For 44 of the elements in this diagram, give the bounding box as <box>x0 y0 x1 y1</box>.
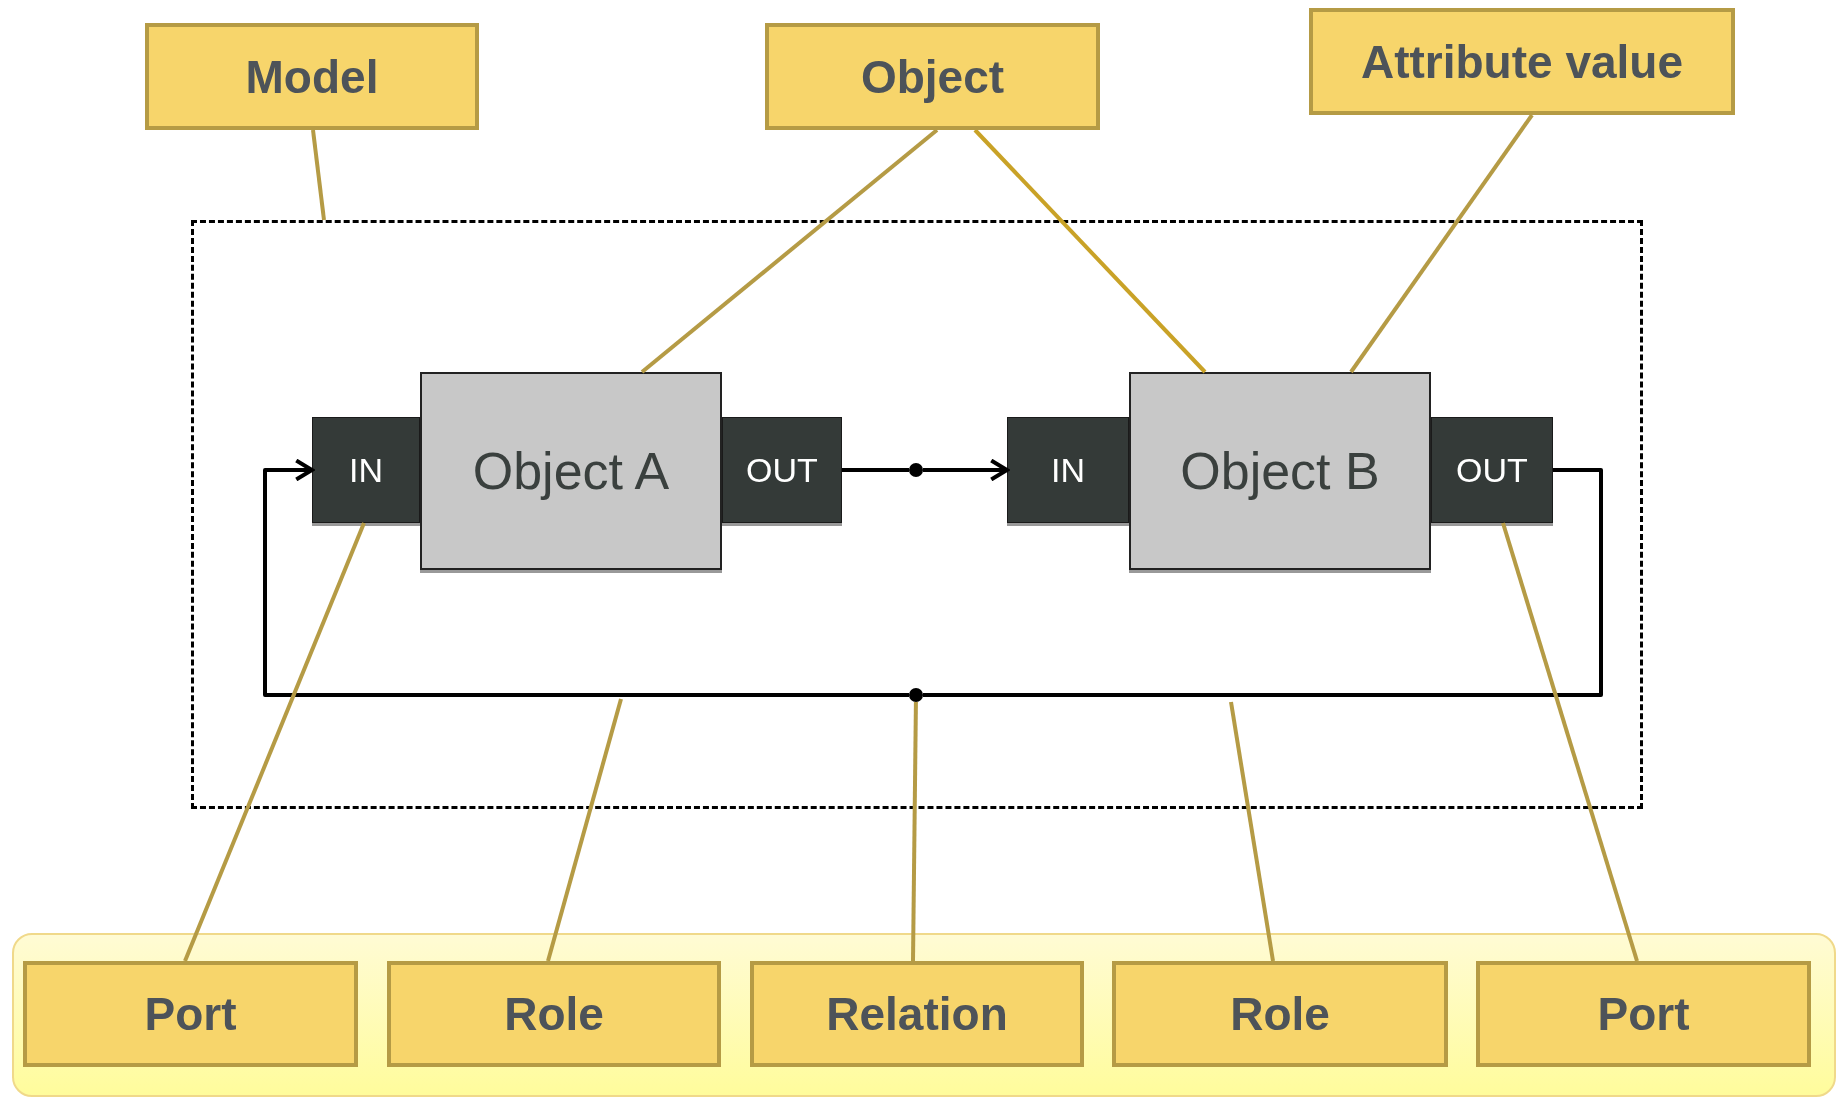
port-block <box>722 417 842 523</box>
callout-label: Role <box>504 987 604 1041</box>
leader-line <box>911 701 918 962</box>
junction-dot <box>909 688 923 702</box>
connector <box>263 458 909 697</box>
connector <box>923 458 1010 482</box>
leader-line <box>973 128 1207 374</box>
callout-box <box>1476 961 1811 1067</box>
leader-line <box>640 128 939 374</box>
port-label: OUT <box>746 450 818 490</box>
callout-box <box>1309 8 1735 115</box>
callout-label: Model <box>245 49 379 104</box>
callout-label: Port <box>144 987 237 1041</box>
callout-box <box>145 23 479 130</box>
port-block <box>312 417 420 523</box>
port-label: IN <box>1051 450 1085 490</box>
callout-label: Role <box>1230 987 1330 1041</box>
leader-line <box>1501 522 1639 962</box>
callout-label: Attribute value <box>1360 34 1683 89</box>
connector <box>923 468 1603 697</box>
callout-label: Relation <box>826 987 1008 1041</box>
callout-box <box>1112 961 1448 1067</box>
model-frame <box>191 220 1643 809</box>
port-block <box>1007 417 1129 523</box>
object-name: Object B <box>1180 441 1380 501</box>
object-block <box>1129 372 1431 570</box>
callout-box <box>750 961 1084 1067</box>
port-label: OUT <box>1456 450 1528 490</box>
leader-line <box>1349 113 1534 374</box>
leader-line <box>546 698 623 962</box>
connector <box>842 468 909 472</box>
junction-dot <box>909 463 923 477</box>
leader-line <box>311 129 326 221</box>
callout-box <box>387 961 721 1067</box>
leader-line <box>1229 701 1275 962</box>
callout-label: Object <box>860 49 1005 104</box>
callout-box <box>23 961 358 1067</box>
callout-box <box>765 23 1100 130</box>
object-name: Object A <box>472 441 670 501</box>
object-block <box>420 372 722 570</box>
callout-label: Port <box>1597 987 1690 1041</box>
port-block <box>1431 417 1553 523</box>
port-label: IN <box>349 450 383 490</box>
leader-line <box>183 522 366 962</box>
